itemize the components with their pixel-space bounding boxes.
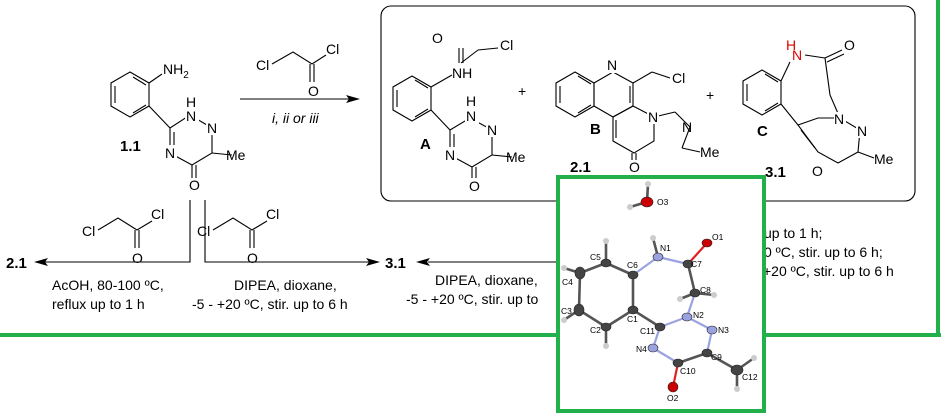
- svg-text:O: O: [469, 178, 480, 194]
- svg-text:C1: C1: [627, 314, 638, 324]
- svg-text:C6: C6: [627, 260, 638, 270]
- svg-text:N: N: [682, 119, 692, 135]
- svg-text:Cl: Cl: [672, 70, 685, 86]
- product-a: NH O Cl H N N N Me O A: [392, 30, 526, 194]
- svg-text:O: O: [432, 30, 443, 46]
- svg-text:O2: O2: [667, 393, 679, 403]
- svg-text:O: O: [132, 250, 143, 266]
- product-label-a: A: [420, 136, 431, 153]
- svg-text:C10: C10: [680, 366, 696, 376]
- conditions-partial: up to 1 h; 0 ºC, stir. up to 6 h; +20 ºC…: [763, 225, 894, 279]
- nh-highlight: N: [792, 47, 802, 63]
- product-label-b: B: [590, 121, 601, 138]
- conditions-2-1-line2: reflux up to 1 h: [52, 296, 145, 312]
- svg-text:Cl: Cl: [82, 223, 95, 239]
- svg-text:NH: NH: [452, 65, 472, 81]
- svg-text:Cl: Cl: [256, 57, 269, 73]
- compound-1-1: NH2 H N N N Me O 1.1: [110, 61, 246, 193]
- svg-text:C3: C3: [561, 306, 572, 316]
- svg-text:Me: Me: [506, 149, 526, 165]
- route-from-c-to-3-1: DIPEA, dioxane, -5 - +20 ºC, stir. up to: [406, 258, 560, 307]
- crystal-structure-inset: O3 O1 N1 C7 C5 C6 C4 C8 C3 C1 N2 N3 C2 C…: [556, 175, 766, 413]
- svg-text:C9: C9: [711, 352, 722, 362]
- product-3-1: 3.1: [385, 255, 406, 272]
- plus-sign: +: [706, 87, 714, 103]
- svg-text:N4: N4: [636, 344, 647, 354]
- svg-text:N: N: [165, 145, 175, 161]
- svg-text:C7: C7: [691, 259, 702, 269]
- svg-text:O1: O1: [712, 232, 724, 242]
- svg-text:N: N: [186, 108, 196, 124]
- svg-text:up to 1 h;: up to 1 h;: [764, 225, 822, 241]
- product-label-c: C: [757, 123, 768, 140]
- svg-text:0 ºC, stir. up to 6 h;: 0 ºC, stir. up to 6 h;: [764, 244, 883, 260]
- svg-text:Cl: Cl: [197, 223, 210, 239]
- product-c: H N O N N Me O C 3.1: [742, 37, 894, 181]
- conditions-2-1-line1: AcOH, 80-100 ºC,: [52, 277, 164, 293]
- svg-text:C8: C8: [700, 285, 711, 295]
- compound-label-1-1: 1.1: [120, 138, 141, 155]
- svg-text:N: N: [207, 120, 217, 136]
- svg-text:C12: C12: [742, 372, 758, 382]
- svg-text:O: O: [247, 250, 258, 266]
- route-to-3-1: Cl O Cl 3.1 DIPEA, dioxane, -5 - +20 ºC,…: [192, 200, 406, 312]
- svg-text:N: N: [834, 111, 844, 127]
- svg-text:N: N: [487, 122, 497, 138]
- svg-text:O: O: [308, 83, 319, 99]
- svg-text:C4: C4: [562, 277, 573, 287]
- svg-text:C2: C2: [590, 325, 601, 335]
- svg-text:C5: C5: [590, 252, 601, 262]
- svg-text:O: O: [844, 37, 855, 53]
- reagent-chloroacetyl-chloride: Cl O Cl: [256, 41, 339, 99]
- svg-text:N: N: [607, 57, 617, 73]
- svg-text:N1: N1: [660, 243, 671, 253]
- svg-text:N3: N3: [718, 325, 729, 335]
- green-highlight-frame: [0, 0, 941, 337]
- svg-text:N: N: [648, 109, 658, 125]
- svg-text:Cl: Cl: [500, 37, 513, 53]
- svg-text:+20 ºC, stir. up to 6 h: +20 ºC, stir. up to 6 h: [763, 263, 894, 279]
- conditions-right-line1: DIPEA, dioxane,: [435, 272, 538, 288]
- svg-text:Cl: Cl: [326, 41, 339, 57]
- conditions-3-1-line1: DIPEA, dioxane,: [234, 277, 337, 293]
- amine-label: NH2: [163, 61, 189, 81]
- svg-text:H: H: [466, 93, 476, 109]
- svg-text:O: O: [189, 177, 200, 193]
- compound-label-2-1: 2.1: [570, 159, 591, 176]
- svg-text:Cl: Cl: [266, 206, 279, 222]
- svg-text:N: N: [466, 108, 476, 124]
- svg-text:N2: N2: [693, 310, 704, 320]
- route-to-2-1: Cl O Cl 2.1 AcOH, 80-100 ºC, reflux up t…: [6, 200, 191, 312]
- product-b-oxygen: O: [629, 159, 640, 175]
- plus-sign: +: [518, 83, 526, 99]
- svg-text:Me: Me: [700, 144, 720, 160]
- svg-text:Cl: Cl: [151, 206, 164, 222]
- svg-text:H: H: [186, 94, 196, 110]
- svg-text:N: N: [445, 147, 455, 163]
- main-arrow-conditions: i, ii or iii: [272, 110, 320, 126]
- svg-text:Me: Me: [874, 151, 894, 167]
- svg-text:O3: O3: [657, 197, 669, 207]
- svg-text:C11: C11: [640, 326, 655, 336]
- svg-text:O: O: [812, 163, 823, 179]
- svg-text:Me: Me: [226, 147, 246, 163]
- conditions-right-line2: -5 - +20 ºC, stir. up to: [406, 291, 539, 307]
- product-2-1: 2.1: [6, 255, 27, 272]
- conditions-3-1-line2: -5 - +20 ºC, stir. up to 6 h: [192, 296, 348, 312]
- svg-text:H: H: [786, 37, 796, 53]
- product-b: N Cl N N Me O B 2.1: [555, 57, 720, 176]
- svg-text:N: N: [857, 123, 867, 139]
- compound-label-3-1: 3.1: [765, 164, 786, 181]
- products-box: [380, 5, 916, 202]
